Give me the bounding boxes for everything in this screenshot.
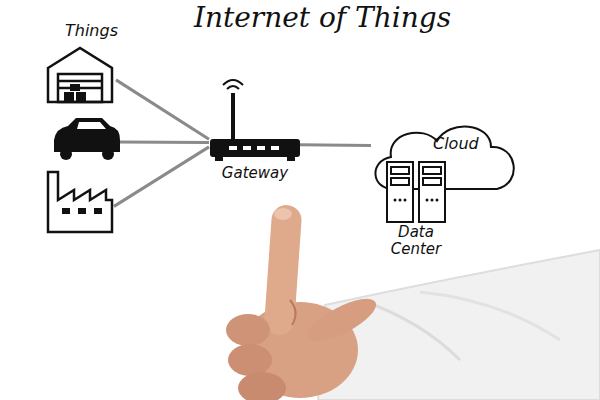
things-group: Things: [40, 22, 126, 236]
node-label: Cloud: [433, 135, 479, 153]
connector-line: [299, 143, 371, 147]
node-label: Gateway: [222, 165, 288, 182]
title-box: Internet of Things: [45, 2, 600, 34]
cloud-shape: Cloud Data Center: [365, 115, 525, 200]
data-center-node: Data Center: [383, 160, 449, 259]
gateway-node: Gateway: [205, 75, 305, 182]
connector-line: [116, 80, 209, 139]
node-label: Things: [65, 22, 118, 40]
things-icons: [40, 40, 125, 236]
node-label: Data Center: [383, 224, 449, 259]
connector-line: [114, 147, 209, 207]
server-icon: [383, 160, 449, 224]
router-icon: [205, 75, 305, 165]
title: Internet of Things: [194, 2, 451, 34]
connector-line: [118, 141, 209, 145]
